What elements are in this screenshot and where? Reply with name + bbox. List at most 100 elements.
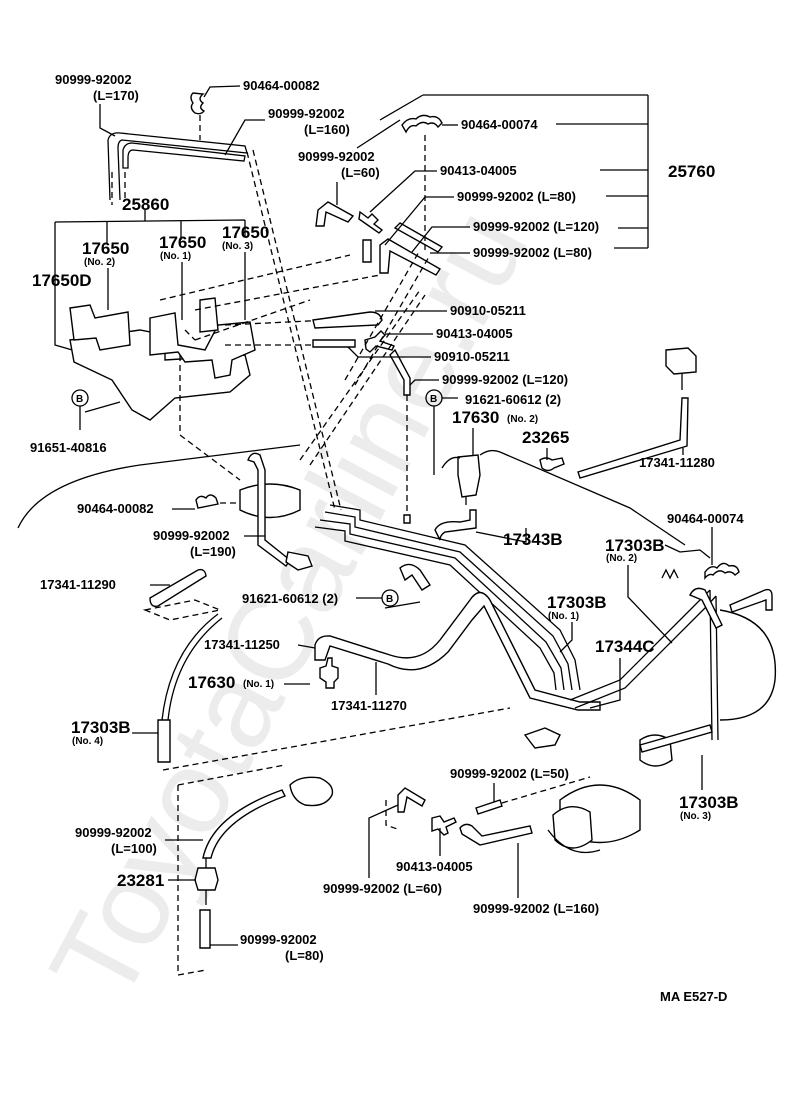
callout-23281[interactable]: 23281 [117, 871, 196, 890]
callout-90999-92002-L160-bottom[interactable]: 90999-92002 (L=160) [473, 843, 599, 916]
svg-text:17341-11250: 17341-11250 [204, 637, 280, 652]
callout-90910-05211-upper[interactable]: 90910-05211 [375, 303, 526, 318]
callout-17343B[interactable]: 17343B [475, 528, 563, 549]
svg-text:90413-04005: 90413-04005 [396, 859, 473, 874]
svg-text:17650D: 17650D [32, 271, 92, 290]
svg-text:90999-92002 (L=80): 90999-92002 (L=80) [473, 245, 592, 260]
svg-text:17630: 17630 [452, 408, 499, 427]
callout-91621-60612-lower[interactable]: 91621-60612 (2) [242, 591, 338, 606]
svg-text:B: B [430, 394, 437, 405]
svg-text:(No. 2): (No. 2) [606, 553, 637, 564]
callout-labels: 90999-92002 (L=170) 90464-00082 90999-92… [30, 72, 744, 963]
svg-text:25860: 25860 [122, 195, 169, 214]
bolt-marker-3: B [381, 589, 399, 607]
svg-text:90910-05211: 90910-05211 [450, 303, 526, 318]
callout-90413-04005-mid[interactable]: 90413-04005 [385, 326, 513, 341]
callout-17341-11290[interactable]: 17341-11290 [40, 577, 170, 592]
callout-17344C[interactable]: 17344C [589, 637, 655, 709]
bolt-leader-lines [79, 397, 458, 609]
svg-text:90999-92002 (L=60): 90999-92002 (L=60) [323, 881, 442, 896]
callout-90999-92002-L160[interactable]: 90999-92002 (L=160) [224, 106, 350, 156]
svg-text:(No. 1): (No. 1) [243, 679, 274, 690]
callout-90464-00074-right[interactable]: 90464-00074 [667, 511, 744, 565]
svg-text:90413-04005: 90413-04005 [440, 163, 517, 178]
svg-text:91621-60612 (2): 91621-60612 (2) [465, 392, 561, 407]
callout-90999-92002-L170[interactable]: 90999-92002 (L=170) [55, 72, 139, 137]
callout-17650-no2[interactable]: 17650 (No. 2) [82, 239, 129, 310]
svg-text:90910-05211: 90910-05211 [434, 349, 510, 364]
svg-text:17344C: 17344C [595, 637, 655, 656]
svg-text:25760: 25760 [668, 162, 715, 181]
callout-17630-no1[interactable]: 17630 (No. 1) [188, 673, 310, 692]
callout-25760[interactable]: 25760 [668, 162, 715, 181]
callout-17341-11270[interactable]: 17341-11270 [331, 662, 407, 713]
svg-text:17630: 17630 [188, 673, 235, 692]
svg-text:91621-60612 (2): 91621-60612 (2) [242, 591, 338, 606]
svg-text:(No. 4): (No. 4) [72, 736, 103, 747]
callout-17650D[interactable]: 17650D [32, 271, 92, 290]
callout-17650-no1[interactable]: 17650 (No. 1) [159, 233, 206, 320]
svg-text:17341-11270: 17341-11270 [331, 698, 407, 713]
svg-text:(L=170): (L=170) [93, 88, 139, 103]
callout-17650-no3[interactable]: 17650 (No. 3) [222, 223, 269, 320]
callout-17341-11280[interactable]: 17341-11280 [639, 448, 715, 470]
callout-91621-60612-upper[interactable]: 91621-60612 (2) [465, 392, 561, 407]
callout-90464-00074-top[interactable]: 90464-00074 [442, 117, 538, 132]
svg-text:(L=60): (L=60) [341, 165, 380, 180]
svg-text:90999-92002: 90999-92002 [298, 149, 375, 164]
callout-90999-92002-L120-upper[interactable]: 90999-92002 (L=120) [411, 219, 599, 253]
svg-text:90999-92002: 90999-92002 [55, 72, 132, 87]
svg-text:90413-04005: 90413-04005 [436, 326, 513, 341]
callout-90413-04005-bottom[interactable]: 90413-04005 [396, 828, 473, 874]
callout-17303B-no2[interactable]: 17303B (No. 2) [605, 536, 711, 644]
svg-text:90464-00082: 90464-00082 [243, 78, 320, 93]
svg-text:90464-00074: 90464-00074 [667, 511, 744, 526]
svg-text:17650: 17650 [82, 239, 129, 258]
callout-17630-no2[interactable]: 17630 (No. 2) [452, 408, 538, 455]
svg-text:90999-92002 (L=50): 90999-92002 (L=50) [450, 766, 569, 781]
svg-text:(No. 2): (No. 2) [507, 414, 538, 425]
svg-text:17303B: 17303B [547, 593, 607, 612]
callout-90464-00082-mid[interactable]: 90464-00082 [77, 501, 195, 516]
svg-text:17303B: 17303B [605, 536, 665, 555]
callout-23265[interactable]: 23265 [522, 428, 569, 460]
svg-text:(L=160): (L=160) [304, 122, 350, 137]
svg-text:B: B [386, 594, 393, 605]
callout-25860[interactable]: 25860 [122, 195, 169, 214]
svg-text:23281: 23281 [117, 871, 164, 890]
svg-text:17650: 17650 [159, 233, 206, 252]
callout-90999-92002-L120-mid[interactable]: 90999-92002 (L=120) [409, 372, 568, 387]
svg-text:91651-40816: 91651-40816 [30, 440, 107, 455]
callout-90999-92002-L190[interactable]: 90999-92002 (L=190) [153, 528, 265, 559]
svg-text:(L=80): (L=80) [285, 948, 324, 963]
callout-90999-92002-L50[interactable]: 90999-92002 (L=50) [450, 766, 569, 802]
svg-text:17343B: 17343B [503, 530, 563, 549]
callout-90910-05211-lower[interactable]: 90910-05211 [347, 346, 510, 364]
svg-text:17303B: 17303B [71, 718, 131, 737]
svg-text:17650: 17650 [222, 223, 269, 242]
callout-17341-11250[interactable]: 17341-11250 [204, 637, 316, 652]
callout-17303B-no4[interactable]: 17303B (No. 4) [71, 718, 158, 747]
callout-90999-92002-L80-lower[interactable]: 90999-92002 (L=80) [430, 245, 592, 260]
svg-text:(No. 1): (No. 1) [160, 251, 191, 262]
callout-90464-00082-top[interactable]: 90464-00082 [203, 78, 320, 98]
svg-text:(L=100): (L=100) [111, 841, 157, 856]
svg-text:(No. 3): (No. 3) [680, 811, 711, 822]
callout-90999-92002-L80-bottom[interactable]: 90999-92002 (L=80) [210, 932, 324, 963]
callout-90999-92002-L100[interactable]: 90999-92002 (L=100) [75, 825, 203, 856]
svg-text:23265: 23265 [522, 428, 569, 447]
svg-text:90999-92002 (L=160): 90999-92002 (L=160) [473, 901, 599, 916]
svg-text:90999-92002: 90999-92002 [153, 528, 230, 543]
svg-text:90999-92002: 90999-92002 [75, 825, 152, 840]
callout-90413-04005-top[interactable]: 90413-04005 [369, 163, 517, 213]
callout-90999-92002-L60-top[interactable]: 90999-92002 (L=60) [298, 119, 401, 205]
svg-text:90999-92002: 90999-92002 [240, 932, 317, 947]
callout-17303B-no1[interactable]: 17303B (No. 1) [547, 593, 607, 653]
callout-17303B-no3[interactable]: 17303B (No. 3) [679, 755, 739, 822]
callout-91651-40816[interactable]: 91651-40816 [30, 440, 107, 455]
callout-90999-92002-L60-bottom[interactable]: 90999-92002 (L=60) [323, 804, 442, 896]
svg-text:B: B [76, 394, 83, 405]
callout-90999-92002-L80-upper[interactable]: 90999-92002 (L=80) [384, 189, 576, 246]
svg-text:17303B: 17303B [679, 793, 739, 812]
